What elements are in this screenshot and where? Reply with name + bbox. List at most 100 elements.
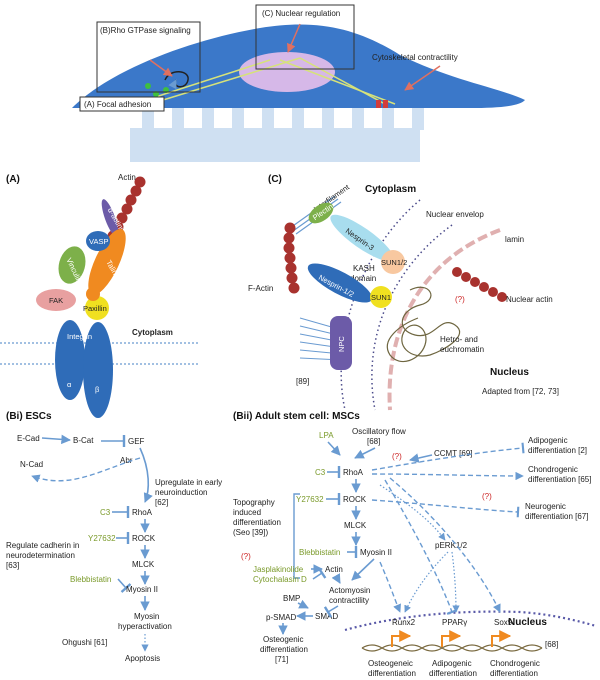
bii-nuclear-membrane — [344, 610, 597, 632]
bii-topo4: (Seo [39]) — [233, 528, 268, 537]
bii-title: (Bii) Adult stem cell: MSCs — [233, 411, 360, 422]
bii-dash-neuro — [371, 499, 520, 518]
bii-q2: (?) — [482, 492, 492, 501]
nuclear-box-label: (C) Nuclear regulation — [262, 9, 340, 18]
bii-bmp: BMP — [283, 594, 300, 603]
bii-neuro2: differentiation [67] — [525, 512, 588, 521]
bi-mlck: MLCK — [132, 560, 155, 569]
npc-label: NPC — [337, 336, 346, 352]
bii-smad: SMAD — [315, 612, 338, 621]
bii-dot-perk-runx2 — [404, 551, 449, 613]
bii-psmad: p-SMAD — [266, 613, 296, 622]
rho-signal-dots — [145, 83, 169, 97]
bii-nucleus: Nucleus — [508, 617, 547, 628]
bi-y27632: Y27632 — [88, 534, 116, 543]
bi-reg2: neurodetermination — [6, 551, 75, 560]
focal-adhesion-right — [376, 100, 388, 108]
panel-a-label: (A) — [6, 174, 20, 185]
rho-box-arrow — [149, 59, 173, 77]
contractility-arrow — [404, 65, 441, 91]
sun1-label: SUN1 — [371, 293, 391, 302]
bii-acto1: Actomyosin — [329, 586, 370, 595]
bi-bcat: B-Cat — [73, 436, 94, 445]
fak-label: FAK — [49, 296, 63, 305]
bii-actin: Actin — [325, 565, 343, 574]
bii-osc2: [68] — [367, 437, 380, 446]
bii-ref68: [68] — [545, 640, 558, 649]
nuclear-actin-filament — [452, 267, 507, 302]
promoter-pparg — [441, 630, 462, 647]
top-cell-schematic: (B)Rho GTPase signaling (C) Nuclear regu… — [72, 4, 525, 162]
bii-sox9: Sox9 — [494, 618, 513, 627]
bi-apoptosis: Apoptosis — [125, 654, 160, 663]
adapted-label: Adapted from [72, 73] — [482, 387, 559, 396]
bii-cyto: Cytochalasin D — [253, 575, 307, 584]
vasp-shape — [86, 231, 110, 251]
bii-gosteo1: Osteogeneic — [368, 659, 413, 668]
bii-dash-runx2 — [379, 561, 401, 613]
vinculin-shape — [58, 246, 86, 284]
bi-reg1: Regulate cadherin in — [6, 541, 79, 550]
bii-topo1: Topography — [233, 498, 275, 507]
sun1-shape — [370, 286, 392, 308]
rho-box-label: (B)Rho GTPase signaling — [100, 26, 191, 35]
bii-dash-adipo — [371, 442, 525, 471]
npc-shape — [330, 316, 352, 370]
cytoplasm-label-a: Cytoplasm — [132, 328, 173, 337]
bii-myosin: Myosin II — [360, 548, 392, 557]
nuclear-actin-label: Nuclear actin — [506, 295, 553, 304]
bi-gef: GEF — [128, 437, 145, 446]
panel-bi-escs: (Bi) ESCs E-Cad B-Cat GEF Abr N-Cad Upre… — [6, 411, 222, 663]
domain-label: domain — [350, 274, 376, 283]
kash-label: KASH — [353, 264, 375, 273]
panel-bii-mscs: (Bii) Adult stem cell: MSCs LPA Oscillat… — [233, 411, 597, 678]
bii-blebbistatin: Blebbistatin — [299, 548, 340, 557]
bi-up2: neuroinduction — [155, 488, 207, 497]
paxillin-label: Paxillin — [83, 304, 107, 313]
bii-adipo2: differentiation [2] — [528, 446, 587, 455]
dna-strand-2 — [361, 644, 543, 652]
bii-inhibit-acto-smad — [323, 605, 339, 618]
bii-dot-perk — [379, 484, 446, 541]
nuclear-envelope-inner — [371, 224, 453, 411]
rho-box — [96, 21, 201, 93]
paxillin-shape — [85, 296, 109, 320]
bi-hyper2: hyperactivation — [118, 622, 172, 631]
hetero-label-1: Hetro- and — [440, 335, 478, 344]
factin-label: F-Actin — [248, 284, 273, 293]
vasp-label: VASP — [89, 237, 108, 246]
bii-arrow-lpa — [327, 441, 341, 456]
bii-runx2: Runx2 — [392, 618, 416, 627]
bii-arrow-ccmt — [409, 453, 433, 463]
integrin-beta — [83, 322, 113, 418]
bii-q3: (?) — [241, 552, 251, 561]
focal-box — [79, 96, 165, 112]
lamin-label: lamin — [505, 235, 524, 244]
nuclear-box — [255, 4, 355, 70]
bii-inhibit-cyto — [312, 567, 327, 580]
bii-osc1: Oscillatory flow — [352, 427, 406, 436]
bii-mlck: MLCK — [344, 521, 367, 530]
factin-filament — [283, 222, 300, 294]
bii-gadipo2: differentiation — [429, 669, 477, 678]
bii-arrow-actin-acto — [331, 573, 341, 584]
integrin-label: Integrin — [67, 332, 92, 341]
bi-rock: ROCK — [132, 534, 156, 543]
bi-myosin: Myosin II — [126, 585, 158, 594]
sun12-shape — [381, 250, 405, 274]
bii-dot-perk-pparg — [451, 551, 460, 613]
panel-c-label: (C) — [268, 174, 282, 185]
bi-reg3: [63] — [6, 561, 19, 570]
bii-gosteo2: differentiation — [368, 669, 416, 678]
bii-neuro1: Neurogenic — [525, 502, 566, 511]
bi-up3: [62] — [155, 498, 168, 507]
bii-chondro1: Chondrogenic — [528, 465, 578, 474]
bii-osteo1: Osteogenic — [263, 635, 303, 644]
panel-a-focal-adhesion: (A) Actin α-actinin Talin VASP Vinculin … — [0, 173, 200, 418]
integrin-alpha — [55, 320, 85, 400]
bii-gchondro1: Chondrogenic — [490, 659, 540, 668]
sun12-label: SUN1/2 — [381, 258, 407, 267]
hetero-label-2: euchromatin — [440, 345, 484, 354]
bii-arrow-myosin-acto — [351, 558, 375, 581]
bi-rhoa: RhoA — [132, 508, 153, 517]
